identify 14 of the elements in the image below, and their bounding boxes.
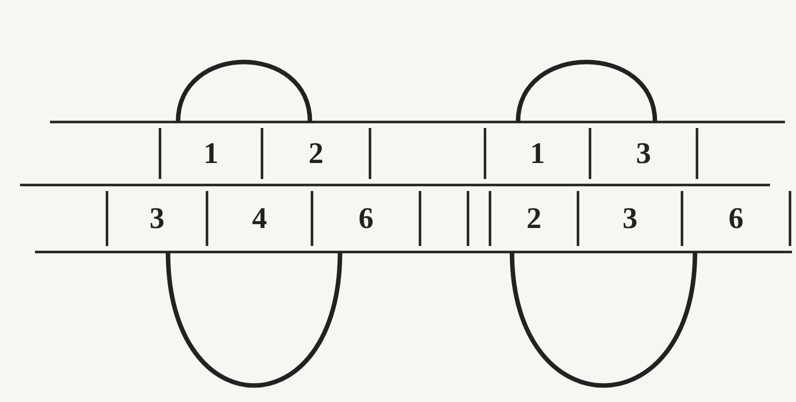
loop-line (166, 252, 342, 388)
cell-number: 3 (150, 204, 164, 234)
cell-number: 3 (636, 138, 651, 168)
cell-number: 2 (308, 138, 324, 168)
cell-number: 6 (358, 204, 374, 234)
cell-number: 1 (204, 138, 218, 168)
cell-number: 3 (622, 204, 638, 234)
cell-number: 2 (526, 204, 542, 234)
cell-number: 1 (530, 138, 545, 168)
cell-number: 4 (252, 204, 267, 234)
loop-line (176, 60, 312, 122)
cell-number: 6 (728, 204, 744, 234)
loop-line (516, 60, 658, 122)
loop-line (510, 252, 698, 388)
